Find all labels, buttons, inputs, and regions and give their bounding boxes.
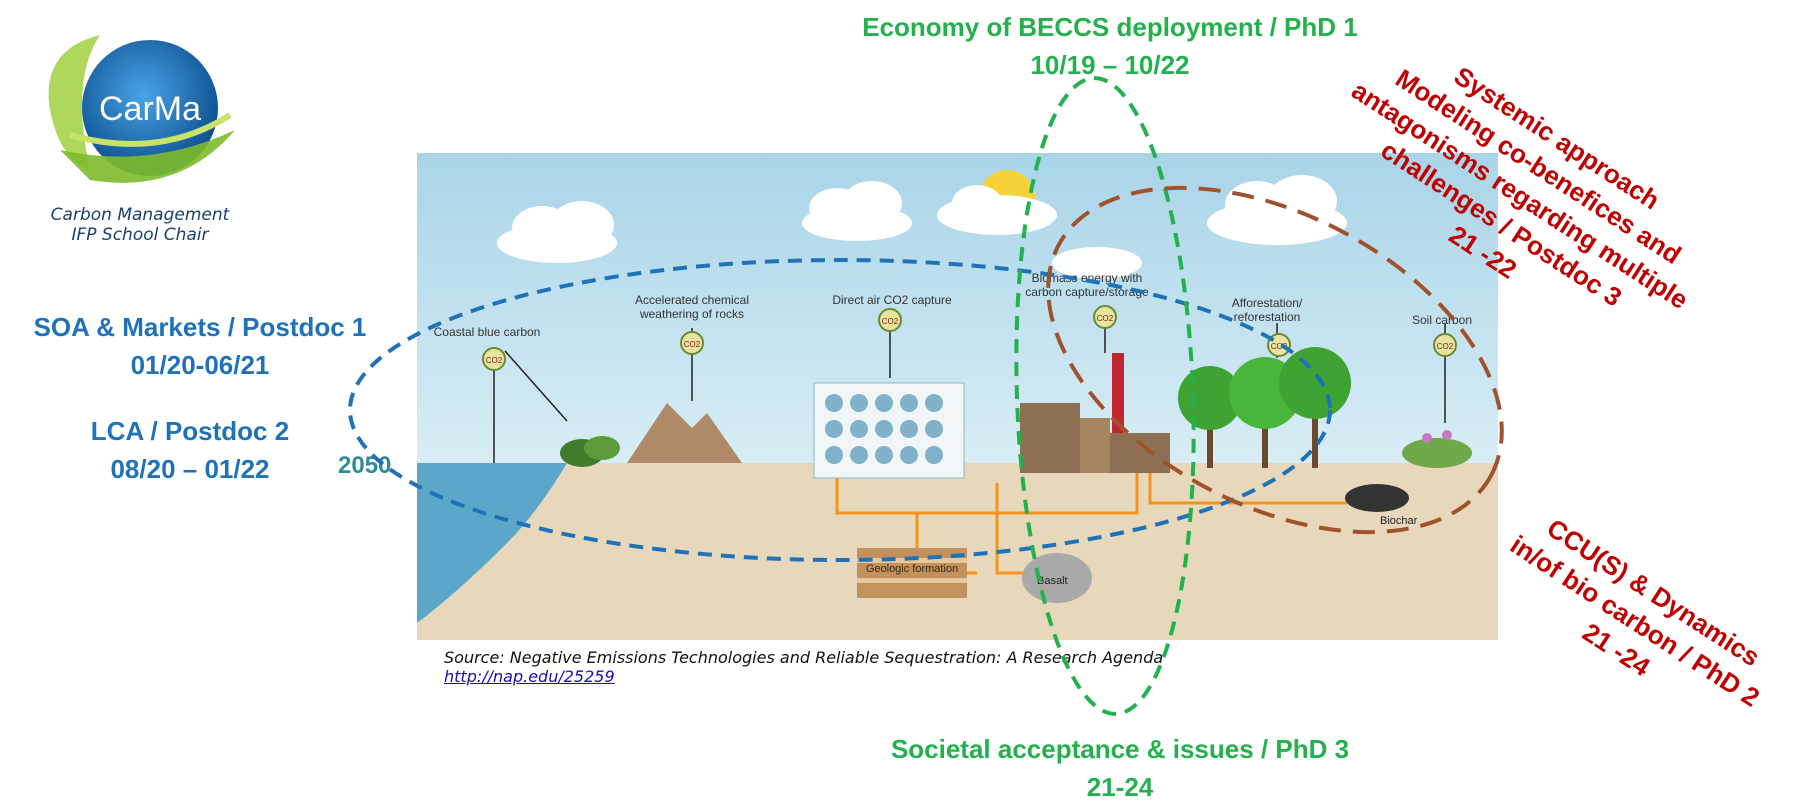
co2-badge-icon: CO2 (680, 331, 704, 355)
soa-markets-dates: 01/20-06/21 (130, 350, 270, 380)
brown-scope-ellipse (1046, 185, 1504, 535)
co2-badge-icon: CO2 (878, 308, 902, 332)
carma-logo: CarMa Carbon Management IFP School Chair (30, 20, 250, 260)
co2-badge-icon: CO2 (1433, 333, 1457, 357)
green-scope-ellipse (1014, 76, 1196, 716)
lca-label: LCA / Postdoc 2 (90, 416, 290, 446)
tech-label-dac: Direct air CO2 capture (832, 293, 952, 307)
tech-label-soil: Soil carbon (1411, 313, 1473, 327)
co2-badge-icon: CO2 (482, 347, 506, 371)
basalt-label: Basalt (1037, 575, 1068, 587)
dac-unit-icon (813, 382, 965, 479)
tech-label-afforestation: Afforestation/ reforestation (1231, 296, 1303, 324)
blue-scope-ellipse (348, 258, 1332, 562)
co2-badge-icon: CO2 (1093, 305, 1117, 329)
cloud-icon (497, 175, 1347, 279)
geologic-formation-label: Geologic formation (865, 563, 959, 575)
tech-label-beccs: Biomass energy with carbon capture/stora… (1025, 271, 1149, 299)
globe-icon: CarMa (48, 35, 235, 183)
soil-plant-icon (1402, 430, 1472, 468)
logo-subtitle-line1: Carbon Management (50, 205, 230, 225)
beccs-economy-label: Economy of BECCS deployment / PhD 1 (862, 12, 1358, 42)
co2-badge-icon: CO2 (1267, 333, 1291, 357)
soa-markets-label: SOA & Markets / Postdoc 1 (33, 312, 367, 342)
source-link[interactable]: http://nap.edu/25259 (444, 667, 615, 686)
logo-subtitle-line2: IFP School Chair (71, 225, 209, 245)
societal-acceptance-dates: 21-24 (1086, 772, 1154, 802)
biochar-label: Biochar (1380, 515, 1418, 527)
negative-emissions-illustration: Coastal blue carbon Accelerated chemical… (417, 153, 1498, 640)
biochar-icon (1345, 484, 1409, 512)
tech-label-coastal: Coastal blue carbon (433, 325, 541, 339)
basalt-icon (1022, 553, 1092, 603)
geologic-formation-icon (857, 548, 967, 598)
societal-acceptance-label: Societal acceptance & issues / PhD 3 (890, 734, 1350, 764)
mangrove-icon (560, 436, 620, 467)
tech-label-weathering: Accelerated chemical weathering of rocks (634, 293, 750, 321)
lca-dates: 08/20 – 01/22 (110, 454, 270, 484)
year-2050-label: 2050 (338, 452, 392, 479)
svg-text:CarMa: CarMa (99, 90, 201, 128)
beccs-plant-icon (1020, 353, 1170, 473)
rock-mountain-icon (627, 403, 742, 463)
beccs-economy-dates: 10/19 – 10/22 (1030, 50, 1190, 80)
source-citation: Source: Negative Emissions Technologies … (444, 648, 1164, 667)
